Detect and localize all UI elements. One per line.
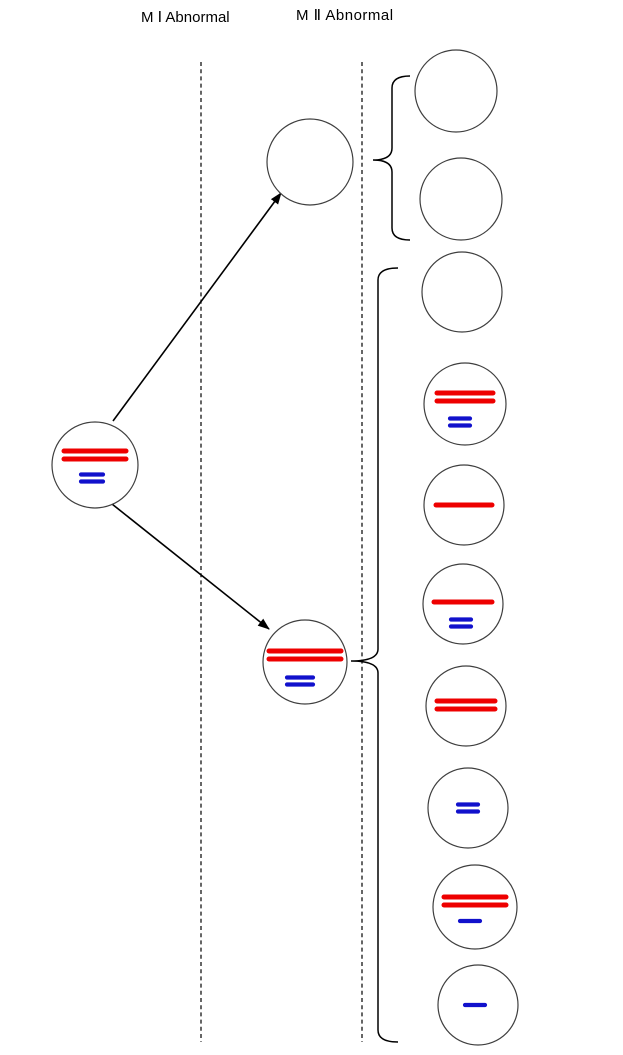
gamete-1: [414, 49, 498, 133]
chromosome-blue-pair: [455, 802, 481, 814]
chromosome-red-pair: [441, 894, 509, 908]
gamete-10: [437, 964, 519, 1046]
brace-mII-bottom-group: [350, 267, 399, 1043]
gamete-4-membrane: [423, 362, 507, 446]
parent-cell: [51, 421, 139, 509]
gamete-1-membrane: [414, 49, 498, 133]
label-mI-abnormal: M Ⅰ Abnormal: [141, 9, 230, 26]
chromosome-blue-pair: [447, 416, 473, 428]
chromosome-red-pair: [61, 448, 129, 462]
gamete-4: [423, 362, 507, 446]
mI-product-bottom-membrane: [262, 619, 348, 705]
gamete-7: [425, 665, 507, 747]
brace-mII-top-group: [372, 75, 411, 241]
mI-product-top-membrane: [266, 118, 354, 206]
gamete-3: [421, 251, 503, 333]
gamete-5: [423, 464, 505, 546]
gamete-6: [422, 563, 504, 645]
chromosome-red-pair: [434, 390, 496, 404]
gamete-8-membrane: [427, 767, 509, 849]
chromosome-red-pair: [434, 698, 498, 712]
parent-cell-membrane: [51, 421, 139, 509]
chromosome-red-pair: [266, 648, 344, 662]
chromosome-blue-pair: [284, 675, 316, 687]
gamete-2-membrane: [419, 157, 503, 241]
mI-product-bottom: [262, 619, 348, 705]
gamete-9: [432, 864, 518, 950]
label-mII-abnormal: M Ⅱ Abnormal: [296, 7, 394, 24]
gamete-8: [427, 767, 509, 849]
gamete-2: [419, 157, 503, 241]
mI-product-top: [266, 118, 354, 206]
chromosome-blue-pair: [448, 617, 474, 629]
arrow-to-mI-bottom-cell: [111, 503, 270, 630]
gamete-7-membrane: [425, 665, 507, 747]
chromosome-blue-pair: [78, 472, 106, 484]
arrow-to-mI-top-cell: [112, 192, 282, 422]
gamete-3-membrane: [421, 251, 503, 333]
